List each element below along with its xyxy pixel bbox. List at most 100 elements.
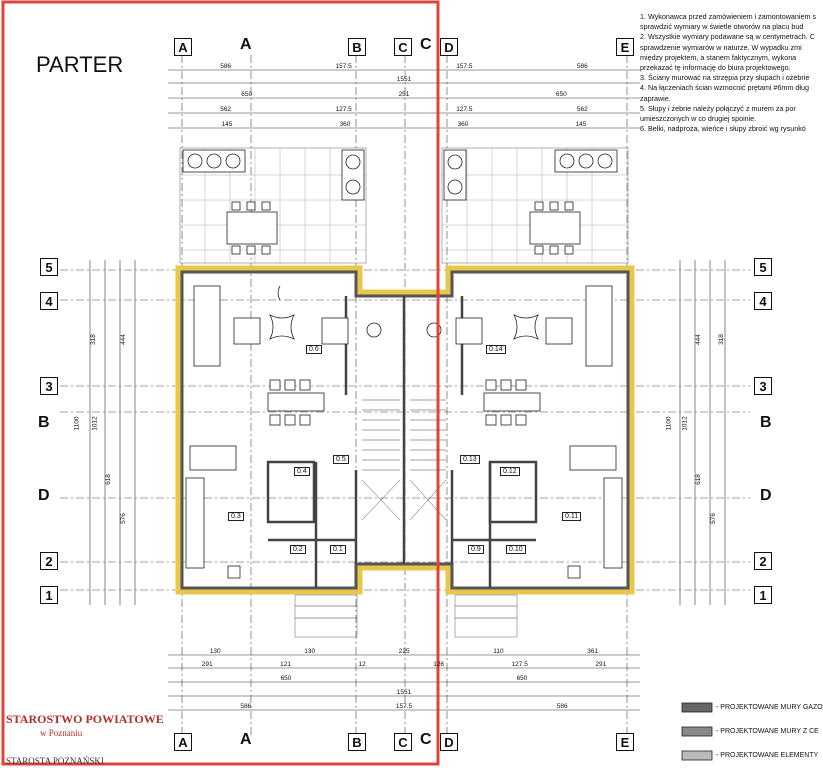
- axis-number-left: 2: [40, 552, 58, 570]
- room-tag: 0.4: [294, 467, 310, 476]
- axis-number-left: 3: [40, 377, 58, 395]
- stamp-line3: STAROSTA POZNAŃSKI: [6, 756, 104, 766]
- highlight-frame: [1, 0, 440, 766]
- dim-label: 361: [587, 648, 599, 655]
- stamp-line1: STAROSTWO POWIATOWE: [6, 712, 164, 726]
- dim-label: 360: [339, 121, 351, 128]
- dim-label: 157.5: [395, 703, 413, 710]
- dim-label: 145: [221, 121, 233, 128]
- dim-label: 130: [209, 648, 221, 655]
- dim-label: 126: [433, 661, 445, 668]
- legend-item: - PROJEKTOWANE MURY GAZO: [716, 704, 823, 711]
- dim-label: 444: [694, 334, 702, 345]
- section-mark-bottom: C: [420, 731, 432, 748]
- dims-top-row4: 562 127.5 127.5 562: [168, 106, 640, 113]
- dims-bottom-row5: 586 157.5 586: [168, 703, 640, 710]
- axis-label-top: B: [348, 38, 366, 56]
- dim-label: 130: [304, 648, 316, 655]
- room-tag: 0.13: [460, 455, 480, 464]
- dim-label: 1012: [681, 416, 689, 431]
- dim-label: 650: [555, 91, 567, 98]
- room-tag: 0.3: [228, 512, 244, 521]
- dim-label: 318: [717, 334, 725, 345]
- dim-label: 650: [516, 675, 528, 682]
- note-line: między projektem, a stanem faktycznym, w…: [640, 52, 797, 62]
- dim-label: 618: [104, 474, 112, 485]
- section-mark-left: D: [38, 487, 50, 504]
- note-line: zaprawie.: [640, 93, 671, 103]
- dim-label: 1100: [73, 416, 81, 431]
- dim-label: 650: [241, 91, 253, 98]
- axis-label-bottom: D: [440, 733, 458, 751]
- axis-label-bottom: E: [616, 733, 634, 751]
- dim-label: 318: [89, 334, 97, 345]
- room-tag: 0.12: [500, 467, 520, 476]
- note-line: 3. Ściany murować na strzępia przy słupa…: [640, 73, 810, 83]
- dim-label: 618: [694, 474, 702, 485]
- dims-top-row1: 586 157.5 157.5 586: [168, 63, 640, 70]
- page-title: PARTER: [36, 52, 124, 77]
- legend-item: - PROJEKTOWANE MURY Z CE: [716, 728, 819, 735]
- axis-number-left: 4: [40, 292, 58, 310]
- dim-label: 1012: [91, 416, 99, 431]
- dims-top-row3: 650 251 650: [168, 91, 640, 98]
- dim-label: 121: [280, 661, 291, 668]
- section-mark-top: A: [240, 36, 252, 53]
- axis-number-right: 2: [754, 552, 772, 570]
- room-tag: 0.5: [333, 455, 349, 464]
- dim-label: 360: [457, 121, 469, 128]
- axis-number-left: 5: [40, 258, 58, 276]
- dims-bottom-row3: 650 650: [168, 675, 640, 682]
- legend-item: - PROJEKTOWANE ELEMENTY: [716, 752, 819, 759]
- note-line: umieszczonych w co drugiej spoinie.: [640, 114, 757, 124]
- dims-top-row5: 145 360 360 145: [168, 121, 640, 128]
- room-tag: 0.6: [306, 345, 322, 354]
- axis-label-top: C: [394, 38, 412, 56]
- dim-label: 586: [556, 703, 568, 710]
- dim-label: 291: [595, 661, 607, 668]
- dim-label: 586: [220, 63, 232, 70]
- dim-label: 650: [280, 675, 292, 682]
- note-line: 1. Wykonawca przed zamówieniem i zamonto…: [640, 12, 817, 21]
- dim-label: 251: [398, 91, 410, 98]
- dim-label: 225: [398, 648, 410, 655]
- axis-label-top: A: [174, 38, 192, 56]
- note-line: sprawdzić wymiary w świetle otworów na p…: [640, 22, 804, 32]
- dim-label: 110: [493, 648, 504, 655]
- dim-label: 1551: [396, 76, 412, 83]
- dim-label: 586: [240, 703, 252, 710]
- axis-number-right: 5: [754, 258, 772, 276]
- dim-label: 562: [220, 106, 232, 113]
- dim-label: 145: [575, 121, 587, 128]
- axis-label-top: D: [440, 38, 458, 56]
- axis-label-bottom: B: [348, 733, 366, 751]
- stamp-line2: w Poznaniu: [40, 728, 83, 738]
- dim-label: 576: [119, 513, 127, 524]
- dims-bottom-row4: 1551: [168, 689, 640, 696]
- dim-label: 562: [576, 106, 588, 113]
- axis-number-right: 1: [754, 586, 772, 604]
- dim-label: 157.5: [456, 63, 473, 70]
- note-line: przekazać tę informację do biura projekt…: [640, 63, 791, 73]
- dim-label: 127.5: [335, 106, 352, 113]
- axis-number-right: 4: [754, 292, 772, 310]
- room-tag: 0.11: [562, 512, 582, 521]
- note-line: 2. Wszystkie wymiary podawane są w centy…: [640, 32, 815, 42]
- room-tag: 0.9: [468, 545, 484, 554]
- dim-label: 157.5: [335, 63, 352, 70]
- dim-label: 1551: [396, 689, 412, 696]
- note-line: 6. Belki, nadproża, wieńce i słupy zbroi…: [640, 124, 806, 134]
- axis-label-bottom: A: [174, 733, 192, 751]
- dim-label: 127.5: [511, 661, 528, 668]
- note-line: sprawdzenie wymiarów w naturze. W wypadk…: [640, 42, 802, 52]
- dim-label: 12: [358, 661, 366, 668]
- dim-label: 1100: [665, 416, 673, 431]
- dim-label: 576: [709, 513, 717, 524]
- axis-number-left: 1: [40, 586, 58, 604]
- room-tag: 0.2: [290, 545, 306, 554]
- dim-label: 127.5: [456, 106, 473, 113]
- dim-label: 444: [119, 334, 127, 345]
- axis-label-bottom: C: [394, 733, 412, 751]
- dim-label: 291: [201, 661, 213, 668]
- section-mark-right: D: [760, 487, 772, 504]
